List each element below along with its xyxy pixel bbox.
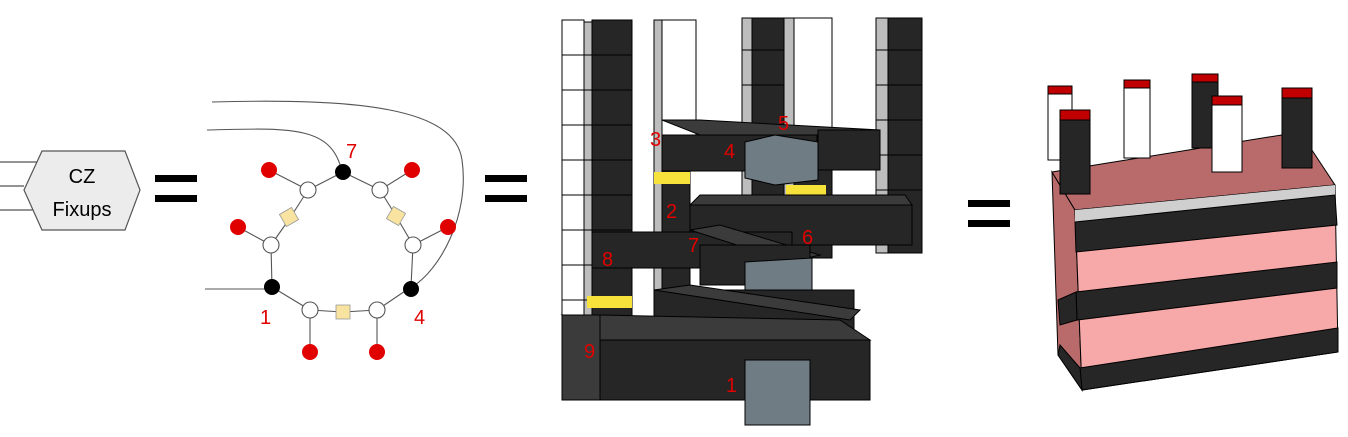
equals-sign-2 [485, 175, 527, 202]
graph-label-1: 1 [260, 307, 271, 329]
red-spider [440, 219, 456, 235]
box-label-line1: CZ [69, 166, 96, 188]
equals-sign-1 [155, 175, 197, 202]
white-spider [371, 181, 389, 199]
white-spider [262, 236, 280, 254]
lattice-label-3: 3 [650, 129, 661, 151]
beam-upper [661, 119, 881, 186]
post [1281, 87, 1313, 169]
beam-lower [560, 284, 872, 426]
lattice-structure: 3 4 5 2 6 7 8 9 1 [560, 17, 923, 426]
lattice-label-9: 9 [584, 341, 595, 363]
post [1211, 95, 1243, 173]
cz-fixups-box: CZ Fixups [0, 150, 141, 231]
white-spider [368, 301, 386, 319]
zx-graph: 7 1 4 [205, 100, 464, 360]
equals-sign-3 [968, 200, 1010, 227]
lattice-label-1: 1 [726, 375, 737, 397]
hadamard-box [278, 206, 300, 228]
red-spider [230, 219, 246, 235]
hadamard-box [335, 304, 351, 320]
post [1123, 79, 1151, 159]
lattice-label-4: 4 [724, 141, 735, 163]
white-spider [404, 236, 422, 254]
black-spider-7 [335, 164, 351, 180]
pillar-left [561, 19, 633, 341]
post [1059, 109, 1091, 195]
pillar-2 [653, 19, 697, 331]
black-spider-1 [264, 279, 280, 295]
lattice-label-2: 2 [666, 201, 677, 223]
lattice-label-6: 6 [802, 227, 813, 249]
red-spider [261, 162, 277, 178]
box-label-line2: Fixups [53, 199, 112, 221]
lattice-label-7: 7 [688, 235, 699, 257]
red-spider [369, 344, 385, 360]
red-spider [404, 162, 420, 178]
graph-label-4: 4 [414, 307, 425, 329]
hadamard-box [385, 205, 407, 227]
black-spider-4 [403, 281, 419, 297]
lattice-label-8: 8 [602, 249, 613, 271]
red-spider [302, 344, 318, 360]
beam-7-8 [591, 224, 822, 311]
lattice-label-5: 5 [778, 113, 789, 135]
graph-label-7: 7 [346, 141, 357, 163]
compact-block [1047, 73, 1339, 392]
white-spider [301, 301, 319, 319]
white-spider [299, 181, 317, 199]
